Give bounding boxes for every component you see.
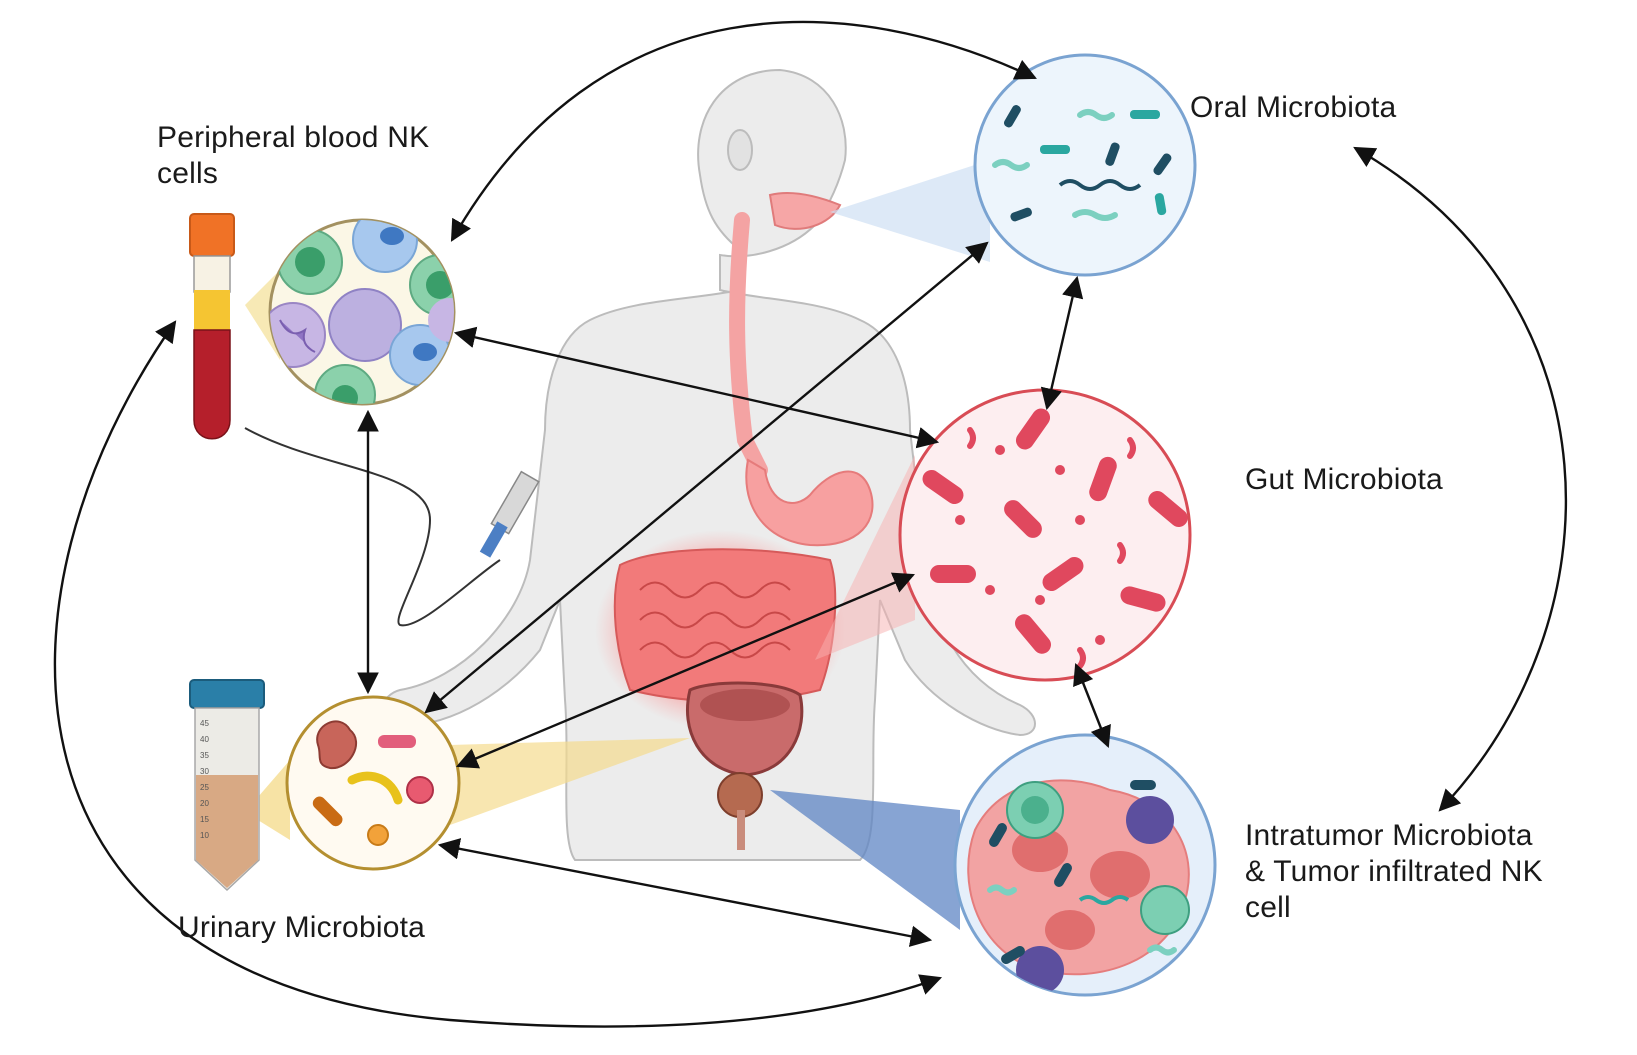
tube-scale-tick: 30 [200,767,209,776]
urine-tube-icon: 45 40 35 30 25 20 15 10 [189,679,265,892]
intratumor-label-line2: & Tumor infiltrated NK [1245,855,1543,888]
intratumor-label-line1: Intratumor Microbiota [1245,819,1533,852]
intratumor-label-line3: cell [1245,891,1291,924]
tube-scale-tick: 10 [200,831,209,840]
arrow-oral-intratumor [1353,146,1567,812]
peripheral-blood-nk-circle [268,218,456,406]
oral-microbiota-label: Oral Microbiota [1190,91,1397,124]
peripheral-blood-nk-label-line1: Peripheral blood NK [157,121,430,154]
arrow-blood-tube-intratumor [53,320,943,1028]
tube-scale-tick: 35 [200,751,209,760]
interaction-arrows [53,20,1567,1028]
gut-microbiota-circle [898,388,1192,682]
blood-tube-icon [189,213,235,440]
tube-scale-tick: 25 [200,783,209,792]
intratumor-microbiota-label: Intratumor Microbiota & Tumor infiltrate… [1245,818,1543,926]
tube-scale-tick: 40 [200,735,209,744]
peripheral-blood-nk-label-line2: cells [157,157,219,190]
oral-microbiota-circle [973,53,1197,277]
tube-scale-tick: 15 [200,815,209,824]
urinary-microbiota-circle [285,695,461,871]
intratumor-microbiota-circle [953,733,1217,997]
tube-scale-tick: 45 [200,719,209,728]
gut-microbiota-label: Gut Microbiota [1245,463,1443,496]
arrow-gut-intratumor [1073,662,1111,749]
arrow-oral-gut [1040,275,1084,411]
urinary-microbiota-label: Urinary Microbiota [178,911,425,944]
peripheral-blood-nk-label: Peripheral blood NK cells [157,120,429,192]
tube-scale-tick: 20 [200,799,209,808]
arrow-blood-oral [450,20,1037,242]
